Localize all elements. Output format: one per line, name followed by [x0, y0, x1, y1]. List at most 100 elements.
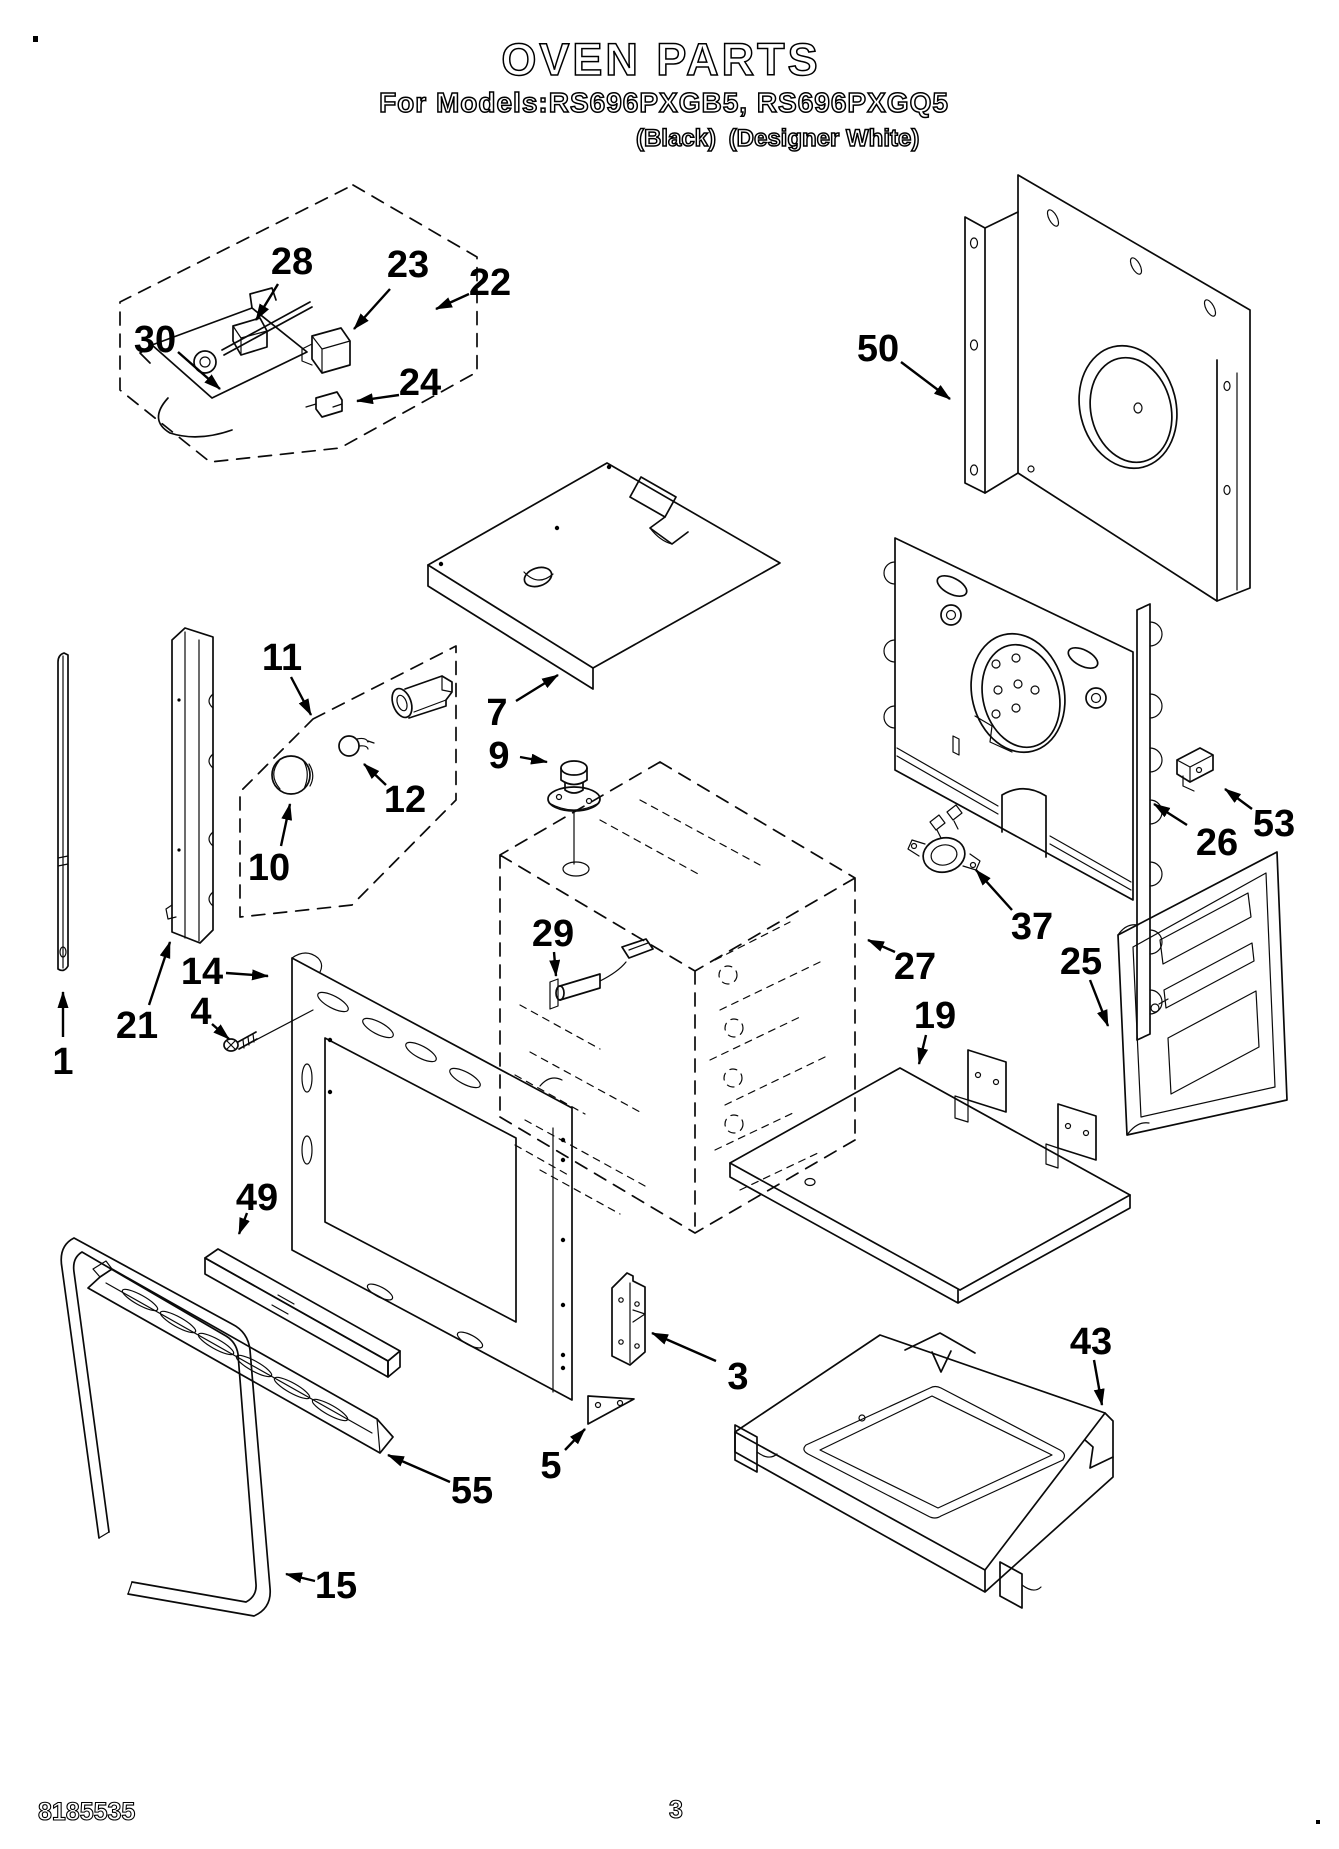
callout-14: 14 — [181, 951, 269, 993]
part-26-rear-liner-panel-drawing — [883, 537, 1163, 1041]
callout-28: 28 — [254, 241, 313, 321]
page-title: OVEN PARTS — [501, 34, 820, 85]
callout-24: 24 — [356, 362, 441, 405]
part-number-label: 43 — [1070, 1321, 1112, 1363]
callout-22: 22 — [435, 262, 511, 311]
callout-9: 9 — [488, 735, 548, 777]
part-number-label: 11 — [262, 637, 302, 679]
part-number-label: 49 — [236, 1177, 278, 1219]
part-15-door-gasket-drawing — [60, 1237, 272, 1617]
callout-arrow — [177, 351, 221, 390]
part-number-label: 19 — [914, 995, 956, 1037]
page-header: OVEN PARTS For Models:RS696PXGB5, RS696P… — [378, 33, 948, 153]
part-3-bracket-drawing — [611, 1272, 646, 1366]
part-number-label: 24 — [399, 362, 441, 404]
page-footer: 8185535 3 — [37, 1795, 683, 1826]
callout-arrow — [363, 763, 387, 786]
callout-arrow — [356, 393, 400, 405]
part-number-label: 27 — [894, 946, 936, 988]
part-27-oven-liner-drawing — [499, 761, 856, 1234]
callout-30: 30 — [134, 319, 221, 390]
part-21-side-trim-drawing — [165, 627, 214, 944]
callout-29: 29 — [532, 913, 574, 977]
callout-arrow — [211, 1023, 230, 1040]
callout-3: 3 — [651, 1331, 749, 1398]
part-number-label: 12 — [384, 779, 426, 821]
callout-19: 19 — [914, 995, 956, 1065]
document-number: 8185535 — [38, 1798, 135, 1826]
part-9-vent-grommet-drawing — [547, 760, 601, 877]
part-4-screw-drawing — [223, 1009, 314, 1052]
part-number-label: 50 — [857, 328, 899, 370]
callout-arrow — [147, 941, 172, 1006]
part-29-oven-sensor-drawing — [549, 938, 654, 1010]
callout-arrow — [1153, 802, 1188, 827]
part-number-label: 1 — [52, 1041, 73, 1083]
part-number-label: 5 — [540, 1445, 561, 1487]
callout-15: 15 — [285, 1565, 357, 1607]
callout-10: 10 — [248, 803, 293, 889]
page-number: 3 — [669, 1796, 683, 1824]
callout-arrow — [1224, 788, 1253, 810]
callout-4: 4 — [190, 991, 230, 1040]
callout-43: 43 — [1070, 1321, 1112, 1406]
callout-53: 53 — [1224, 788, 1295, 845]
part-number-label: 29 — [532, 913, 574, 955]
callout-7: 7 — [486, 673, 559, 734]
callout-arrow — [254, 283, 280, 321]
part-1-trim-drawing — [57, 652, 69, 972]
callout-27: 27 — [867, 938, 936, 988]
callout-11: 11 — [262, 637, 313, 716]
callout-arrow — [549, 951, 561, 977]
callout-arrow — [515, 673, 559, 703]
part-5-bracket-drawing — [587, 1395, 635, 1425]
callout-26: 26 — [1153, 802, 1238, 864]
part-number-label: 21 — [116, 1005, 158, 1047]
callout-25: 25 — [1060, 941, 1110, 1027]
part-49-vent-trim-drawing — [204, 1248, 401, 1378]
callout-49: 49 — [236, 1177, 278, 1235]
part-number-label: 4 — [190, 991, 211, 1033]
part-50-rear-shield-drawing — [964, 174, 1251, 602]
callout-50: 50 — [857, 328, 951, 400]
callout-layer: 1 3 4 5 79 10 11 12 14 15 19 21 22 23 24 25 26 27 28 29 30 37… — [52, 241, 1295, 1607]
callout-arrow — [285, 1572, 316, 1584]
callout-12: 12 — [363, 763, 426, 821]
part-43-bottom-tray-drawing — [734, 1332, 1114, 1609]
part-11-lamp-assembly-drawing — [239, 645, 457, 918]
part-25-rear-cover-drawing — [1117, 851, 1288, 1136]
callout-arrow — [900, 361, 951, 400]
part-53-clip-drawing — [1176, 747, 1214, 792]
part-number-label: 14 — [181, 951, 223, 993]
callout-arrow — [867, 938, 896, 954]
callout-21: 21 — [116, 941, 172, 1047]
callout-23: 23 — [353, 244, 429, 330]
callout-arrow — [519, 753, 548, 765]
part-7-top-panel-drawing — [427, 462, 781, 690]
callout-arrow — [435, 292, 470, 311]
callout-1: 1 — [52, 991, 74, 1083]
callout-arrow — [975, 869, 1013, 911]
part-number-label: 25 — [1060, 941, 1102, 983]
part-22-control-assembly-drawing — [119, 184, 478, 463]
callout-arrow — [289, 676, 313, 716]
part-number-label: 55 — [451, 1470, 493, 1512]
part-number-label: 23 — [387, 244, 429, 286]
callout-arrow — [1092, 1359, 1105, 1406]
part-number-label: 9 — [488, 735, 509, 777]
callout-arrow — [1088, 979, 1110, 1027]
part-number-label: 26 — [1196, 822, 1238, 864]
callout-55: 55 — [387, 1453, 493, 1512]
callout-arrow — [237, 1212, 250, 1235]
callout-arrow — [564, 1428, 586, 1451]
part-number-label: 37 — [1011, 906, 1053, 948]
part-19-bottom-panel-drawing — [729, 1049, 1131, 1304]
part-number-label: 30 — [134, 319, 176, 361]
callout-arrow — [279, 803, 293, 847]
callout-arrow — [387, 1453, 451, 1484]
part-37-thermostat-drawing — [907, 804, 981, 874]
callout-5: 5 — [540, 1428, 586, 1487]
part-number-label: 22 — [469, 262, 511, 304]
